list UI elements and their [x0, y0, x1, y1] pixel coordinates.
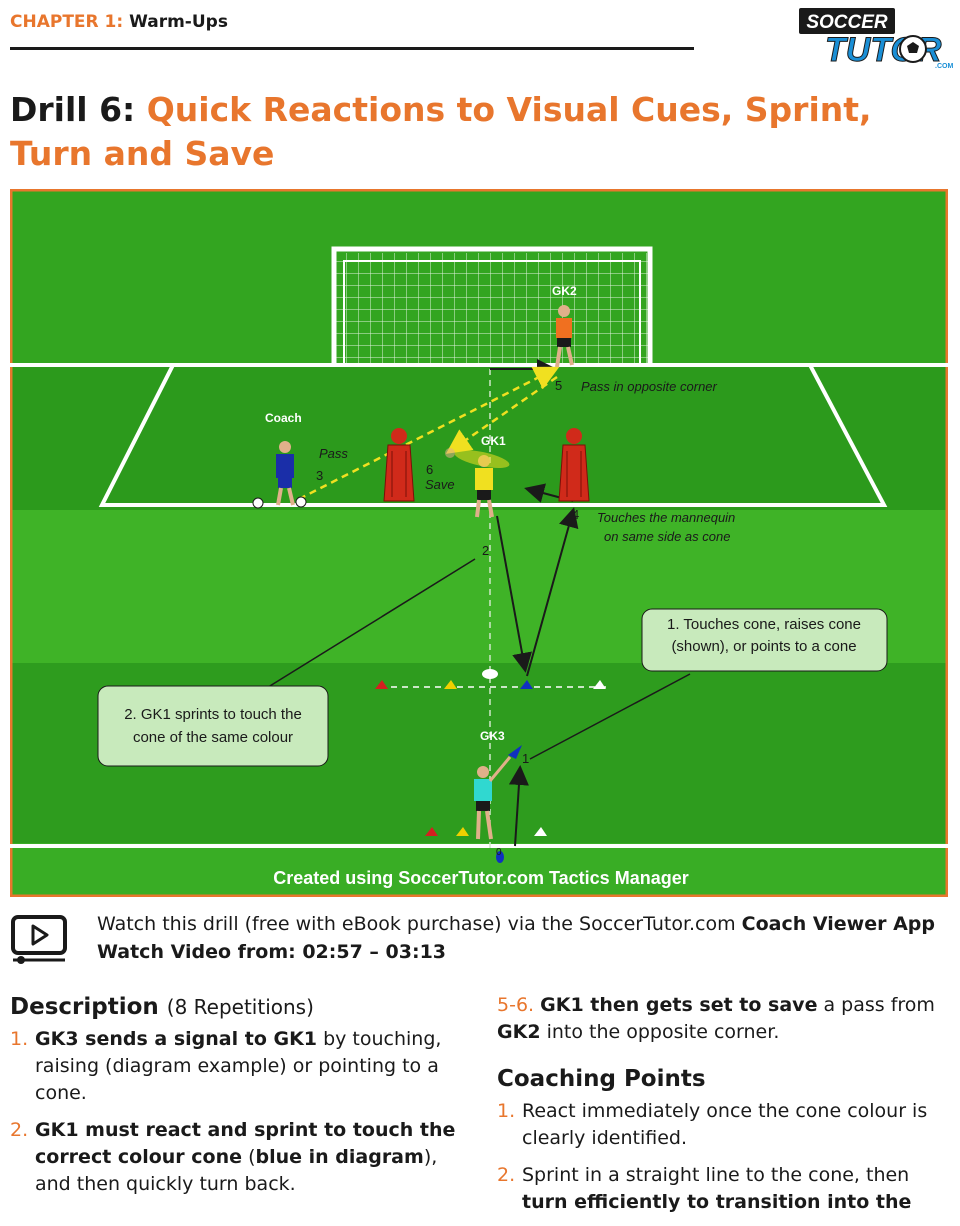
- drill-title: Drill 6: Quick Reactions to Visual Cues,…: [10, 88, 950, 176]
- logo-text-top: SOCCER: [806, 12, 888, 33]
- diagram-credit: Created using SoccerTutor.com Tactics Ma…: [273, 868, 688, 888]
- label-1: 1: [522, 751, 529, 766]
- drill-label: Drill 6:: [10, 90, 136, 129]
- diagram-border: [10, 189, 948, 897]
- player-gk1-diving: [445, 448, 510, 468]
- description-item: 2. GK1 must react and sprint to touch th…: [10, 1119, 456, 1195]
- label-touches-2: on same side as cone: [604, 529, 730, 544]
- video-icon: [11, 915, 67, 964]
- video-timestamp: Watch Video from: 02:57 – 03:13: [97, 941, 447, 963]
- chapter-title: Warm-Ups: [129, 12, 228, 32]
- callout-touches-cone: 1. Touches cone, raises cone (shown), or…: [641, 608, 888, 672]
- description-item-5-6: 5-6. GK1 then gets set to save a pass fr…: [497, 994, 935, 1043]
- label-2: 2: [482, 543, 489, 558]
- video-info-text: Watch this drill (free with eBook purcha…: [97, 913, 736, 935]
- svg-text:cone of the same colour: cone of the same colour: [133, 729, 293, 746]
- drill-name: Quick Reactions to Visual Cues, Sprint, …: [10, 90, 872, 173]
- label-3: 3: [316, 468, 323, 483]
- coaching-point: 1. React immediately once the cone colou…: [497, 1100, 928, 1149]
- description-heading: Description (8 Repetitions): [10, 994, 314, 1020]
- label-pass-opposite: Pass in opposite corner: [581, 379, 718, 394]
- coaching-point: 2. Sprint in a straight line to the cone…: [497, 1164, 912, 1213]
- label-gk1: GK1: [481, 434, 506, 448]
- return-arrow: [526, 507, 579, 677]
- right-column: 5-6. GK1 then gets set to save a pass fr…: [497, 992, 952, 1226]
- player-coach: [276, 441, 295, 506]
- penalty-box: [10, 363, 948, 848]
- label-6: 6: [426, 462, 433, 477]
- label-gk3: GK3: [480, 729, 505, 743]
- label-4: 4: [572, 507, 579, 522]
- label-0: 0: [496, 847, 502, 858]
- video-info: Watch this drill (free with eBook purcha…: [97, 913, 935, 935]
- chapter-heading: CHAPTER 1: Warm-Ups: [10, 12, 228, 32]
- mannequin-left: [383, 428, 415, 502]
- label-5: 5: [555, 378, 562, 393]
- coaching-points-heading: Coaching Points: [497, 1066, 706, 1092]
- mannequin-right: [558, 428, 590, 502]
- svg-text:(shown), or points to a cone: (shown), or points to a cone: [671, 638, 856, 655]
- cones-bottom-row: [425, 827, 547, 863]
- chapter-divider: [10, 47, 694, 50]
- ball-icon: [252, 497, 264, 509]
- coach-viewer-app-link[interactable]: Coach Viewer App: [741, 913, 935, 935]
- pass-line-gk2: [445, 375, 558, 454]
- drill-diagram: GK2 GK1 GK3 Coach Pass 3 6 Save 5 Pass i…: [10, 189, 948, 897]
- callout-gk1-sprints: 2. GK1 sprints to touch the cone of the …: [97, 685, 329, 767]
- label-gk2: GK2: [552, 284, 577, 298]
- svg-text:1. Touches cone, raises cone: 1. Touches cone, raises cone: [667, 616, 861, 633]
- sprint-arrow: [496, 515, 532, 673]
- logo-text-sub: .COM: [935, 63, 953, 70]
- player-gk2: [555, 305, 574, 368]
- description-section: Description (8 Repetitions) 1. GK3 sends…: [10, 992, 470, 1208]
- ball-icon: [295, 496, 307, 508]
- soccertutor-logo: SOCCER TUTOR .COM: [799, 8, 953, 70]
- player-gk3: [474, 745, 522, 840]
- cones-middle-row: [375, 669, 606, 689]
- label-pass: Pass: [319, 446, 348, 461]
- label-save: Save: [425, 477, 455, 492]
- svg-text:2. GK1 sprints to touch the: 2. GK1 sprints to touch the: [124, 706, 302, 723]
- chapter-label: CHAPTER 1:: [10, 12, 124, 32]
- description-item: 1. GK3 sends a signal to GK1 by touching…: [10, 1028, 442, 1104]
- goal: [331, 246, 653, 365]
- label-coach: Coach: [265, 411, 302, 425]
- label-touches-1: Touches the mannequin: [597, 510, 735, 525]
- description-subheading: (8 Repetitions): [166, 995, 314, 1019]
